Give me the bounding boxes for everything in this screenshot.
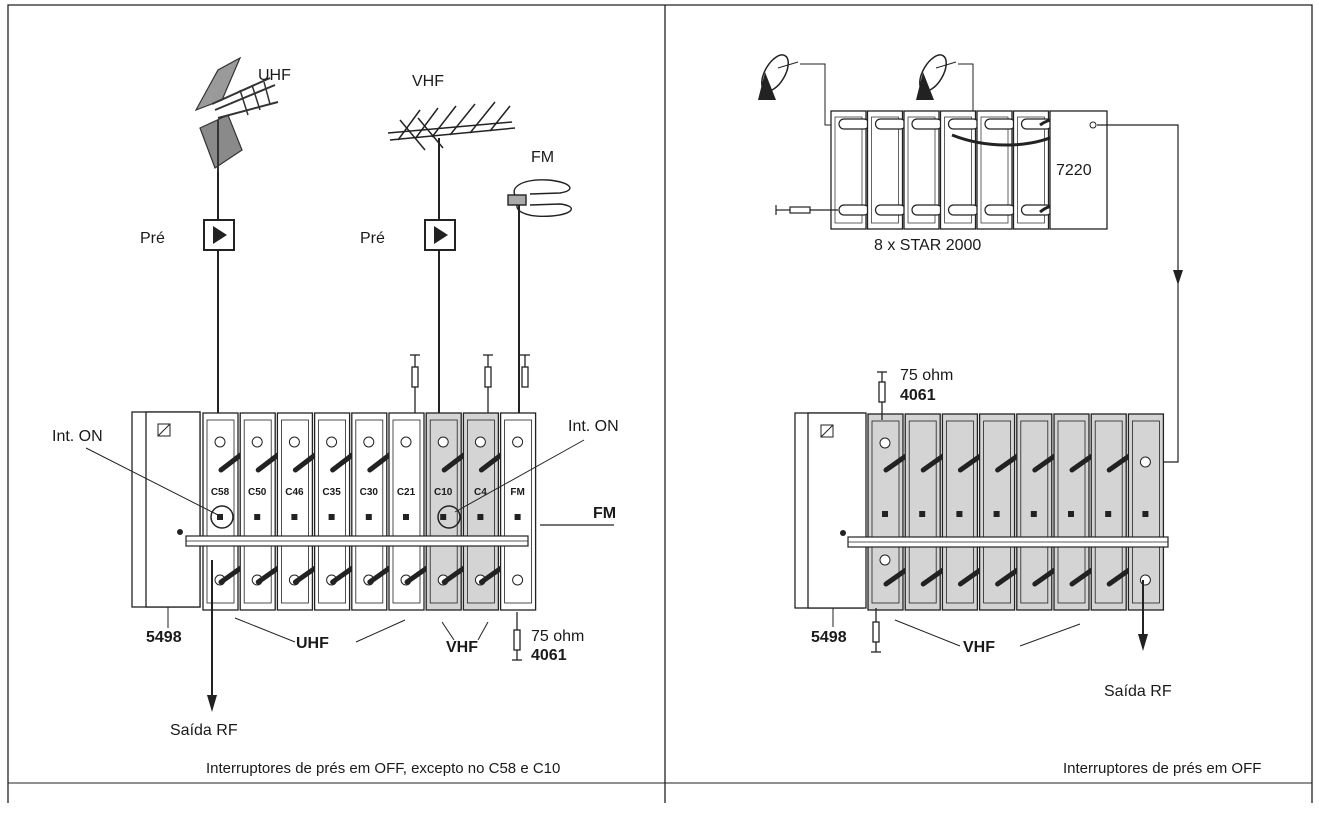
- left-panel: UHF VHF FM Pré Pré: [52, 56, 619, 777]
- termination-ohm-right: 75 ohm: [900, 367, 953, 384]
- star-2000-unit: [1012, 110, 1053, 230]
- satellite-dish-icon: [916, 54, 985, 126]
- terminator-top-right-icon: [877, 371, 887, 420]
- group-uhf-label: UHF: [296, 635, 329, 652]
- module-vhf: [904, 413, 960, 611]
- uhf-antenna-label: UHF: [258, 67, 291, 84]
- caption-right: Interruptores de prés em OFF: [1063, 760, 1261, 777]
- terminator-chain-icon: [775, 205, 838, 215]
- satellite-dish-icon: [758, 54, 840, 126]
- frame: [7, 4, 1313, 803]
- module-label: C4: [474, 487, 487, 498]
- module-vhf: [1127, 413, 1165, 611]
- module-label: C30: [360, 487, 379, 498]
- unit-7220: [1049, 110, 1108, 230]
- multiswitch-chain: [830, 110, 1066, 230]
- module-vhf: [1090, 413, 1146, 611]
- module-fm: FM: [499, 412, 537, 611]
- module-vhf: [867, 413, 923, 611]
- uhf-antenna-icon: [194, 56, 279, 172]
- vhf-antenna-label: VHF: [412, 73, 444, 90]
- preamp-uhf-icon: [203, 172, 235, 251]
- module-label: C10: [434, 487, 453, 498]
- module-label: C21: [397, 487, 416, 498]
- fm-antenna-label: FM: [531, 149, 554, 166]
- group-vhf-label-right: VHF: [963, 639, 995, 656]
- unit-7220-label: 7220: [1056, 162, 1092, 179]
- caption-left: Interruptores de prés em OFF, excepto no…: [206, 760, 560, 777]
- preamp-vhf-icon: [424, 172, 456, 251]
- module-row-right: [867, 413, 1165, 611]
- switch-on-label-right: Int. ON: [568, 418, 619, 435]
- preamp-right-label: Pré: [360, 230, 385, 247]
- right-panel: 7220 8 x STAR 2000 75 ohm 4061: [758, 54, 1261, 777]
- psu-code-right: 5498: [811, 629, 847, 646]
- module-vhf: [1053, 413, 1109, 611]
- group-vhf-label-left: VHF: [446, 639, 478, 656]
- termination-code-left: 4061: [531, 647, 567, 664]
- terminator-bottom-icon: [512, 612, 522, 661]
- switch-on-label-left: Int. ON: [52, 428, 103, 445]
- module-c30: C30: [351, 412, 407, 611]
- module-label: C58: [211, 487, 230, 498]
- output-label-left: Saída RF: [170, 722, 238, 739]
- module-c46: C46: [276, 412, 332, 611]
- termination-ohm-left: 75 ohm: [531, 628, 584, 645]
- psu-code-left: 5498: [146, 629, 182, 646]
- fm-bus-label: FM: [593, 505, 616, 522]
- module-label: FM: [510, 487, 524, 498]
- module-row-left: C58 C50 C46 C35 C30 C21 C10 C4 FM: [202, 412, 537, 611]
- output-label-right: Saída RF: [1104, 683, 1172, 700]
- vhf-antenna-icon: [387, 101, 516, 172]
- fm-antenna-icon: [507, 179, 572, 217]
- star-2000-unit: [866, 110, 907, 230]
- termination-code-right: 4061: [900, 387, 936, 404]
- module-c21: C21: [388, 412, 444, 611]
- psu-5498: [131, 411, 201, 608]
- module-vhf: [1016, 413, 1072, 611]
- module-vhf: [941, 413, 997, 611]
- star-2000-unit: [830, 110, 870, 230]
- module-label: C50: [248, 487, 267, 498]
- preamp-left-label: Pré: [140, 230, 165, 247]
- star-2000-unit: [976, 110, 1016, 230]
- star-2000-unit: [939, 110, 980, 230]
- terminator-bottom-right-icon: [871, 608, 881, 653]
- module-c4: C4: [462, 412, 518, 611]
- star-switch-label: 8 x STAR 2000: [874, 237, 981, 254]
- module-label: C46: [285, 487, 304, 498]
- module-vhf: [978, 413, 1035, 611]
- psu-5498-right: [794, 412, 867, 609]
- module-label: C35: [322, 487, 341, 498]
- star-2000-unit: [903, 110, 943, 230]
- terminator-top-icons: [410, 354, 530, 420]
